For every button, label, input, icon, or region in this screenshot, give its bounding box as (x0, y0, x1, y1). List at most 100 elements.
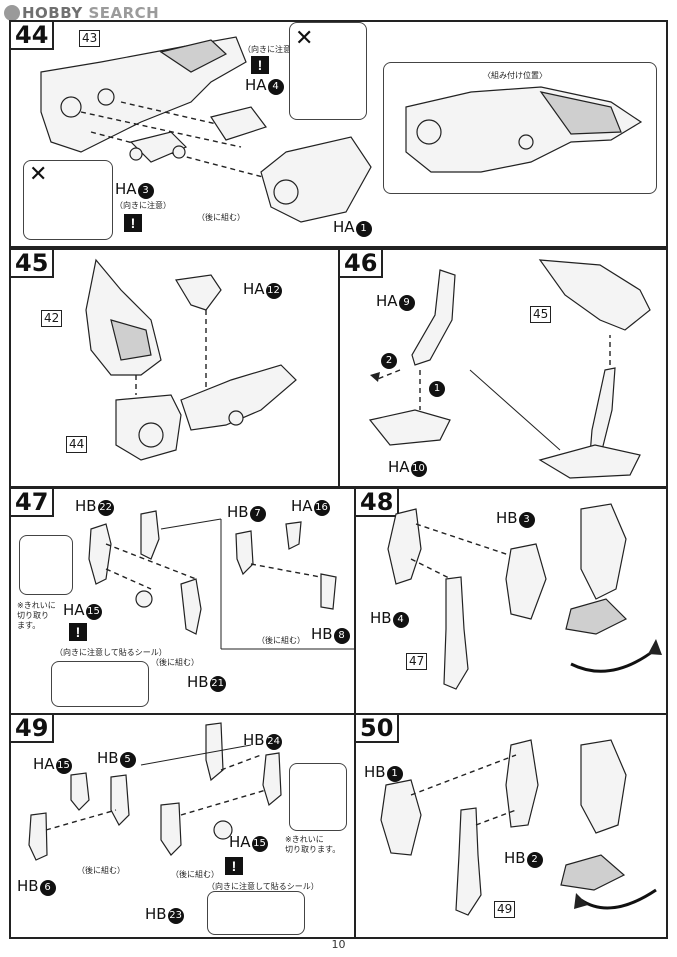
step-49-illustration (28, 722, 282, 861)
watermark-hobby: HOBBY (22, 4, 83, 22)
number-badge: 9 (398, 295, 415, 311)
number-badge: 15 (85, 604, 102, 620)
number-badge: 22 (97, 500, 114, 516)
number-badge: 12 (265, 283, 282, 299)
step-45-illustration (85, 258, 297, 461)
watermark: HOBBY SEARCH (4, 4, 159, 22)
number-badge: 10 (410, 461, 427, 477)
note-later: （後に組む） (197, 213, 245, 222)
number-badge: 1 (355, 221, 372, 237)
step-47-illustration (88, 510, 355, 650)
number-badge: 23 (167, 908, 184, 924)
number-badge: 1 (386, 766, 403, 782)
inset-cut-detail (289, 763, 347, 831)
step-number: 48 (356, 489, 400, 517)
step-number: 46 (340, 250, 384, 278)
number-badge: 15 (55, 758, 72, 774)
number-badge: 4 (392, 612, 409, 628)
cross-mark-icon: ✕ (29, 162, 48, 187)
warning-icon: ! (225, 857, 243, 875)
number-badge: 16 (313, 500, 330, 516)
part-ref-43: 43 (79, 30, 101, 47)
hobby-search-logo-icon (4, 5, 20, 21)
inset-wrong-orientation-top (289, 22, 367, 120)
cross-mark-icon: ✕ (295, 26, 314, 51)
number-badge: 2 (526, 852, 543, 868)
number-badge: 3 (518, 512, 535, 528)
number-badge: 7 (249, 506, 266, 522)
step-number: 50 (356, 715, 400, 743)
warning-icon: ! (69, 623, 87, 641)
number-badge: 8 (333, 628, 350, 644)
part-ref-49: 49 (494, 901, 516, 918)
number-badge: 5 (119, 752, 136, 768)
inset-cut-detail (19, 535, 73, 595)
number-badge: 1 (429, 381, 445, 397)
note-direction: （向きに注意） (243, 45, 299, 54)
page-number: 10 (331, 938, 346, 951)
part-ref-47: 47 (406, 653, 428, 670)
order-step-1: 1 (428, 378, 445, 397)
warning-icon: ! (251, 56, 269, 74)
part-ref-42: 42 (41, 310, 63, 327)
step-50-illustration (380, 739, 657, 916)
assembly-position-illustration (405, 86, 643, 173)
part-ref-45: 45 (530, 306, 552, 323)
note-cut: ※きれいに 切り取り ます。 (17, 601, 56, 630)
note-cut: ※きれいに 切り取ります。 (285, 835, 341, 854)
step-number: 45 (11, 250, 55, 278)
inset-wrong-orientation-bottom (23, 160, 113, 240)
number-badge: 2 (381, 353, 397, 369)
part-ref-44: 44 (66, 436, 88, 453)
step-number: 49 (11, 715, 55, 743)
number-badge: 3 (137, 183, 154, 199)
note-seal: （向きに注意して貼るシール） (207, 882, 319, 891)
number-badge: 15 (251, 836, 268, 852)
seal-shape-box (51, 661, 149, 707)
note-later-a: （後に組む） (77, 866, 125, 875)
step-48-illustration (387, 503, 662, 690)
warning-icon: ! (124, 214, 142, 232)
note-later-b: （後に組む） (171, 870, 219, 879)
step-number: 44 (11, 22, 55, 50)
seal-shape-box (207, 891, 305, 935)
step-44-illustration (40, 36, 372, 223)
number-badge: 4 (267, 79, 284, 95)
number-badge: 24 (265, 734, 282, 750)
step-number: 47 (11, 489, 55, 517)
note-seal: （向きに注意して貼るシール） (55, 648, 167, 657)
step-46-illustration (368, 259, 651, 479)
watermark-search: SEARCH (88, 4, 160, 22)
note-later-a: （後に組む） (151, 658, 199, 667)
note-direction-2: （向きに注意） (115, 201, 171, 210)
note-assembly-position: 〈組み付け位置〉 (483, 71, 547, 80)
number-badge: 21 (209, 676, 226, 692)
